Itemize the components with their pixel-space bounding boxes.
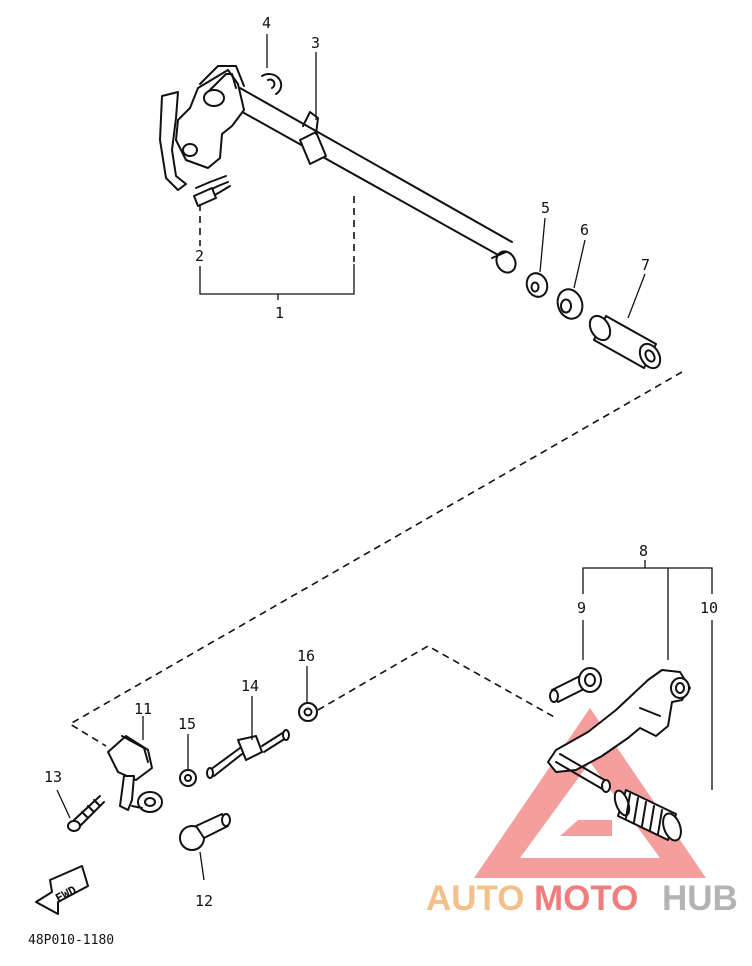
leader-lines-lower [56,666,308,881]
callout-3: 3 [311,34,320,52]
watermark-text: AUTO MOTO HUB [426,879,738,918]
callout-8: 8 [639,542,648,560]
callout-11: 11 [134,700,152,718]
watermark-text-part2: MOTO [534,879,638,918]
shift-pedal-assembly [67,667,691,851]
callout-4: 4 [262,14,271,32]
watermark-text-part1: AUTO [426,879,525,918]
callout-16: 16 [297,647,315,665]
watermark-logo [474,708,706,878]
callout-9: 9 [577,599,586,617]
fwd-arrow-icon: FWD [35,865,89,915]
dashed-connector [68,371,683,747]
bracket-1 [199,196,355,300]
callout-labels: 4 3 2 1 5 6 7 8 9 10 11 16 14 15 13 12 [44,14,718,910]
callout-15: 15 [178,715,196,733]
callout-12: 12 [195,892,213,910]
leader-lines-upper [266,34,646,319]
watermark-text-part3: HUB [662,879,738,918]
callout-14: 14 [241,677,259,695]
callout-1: 1 [275,304,284,322]
callout-7: 7 [641,256,650,274]
callout-13: 13 [44,768,62,786]
part-code: 48P010-1180 [28,933,114,948]
bracket-8 [582,560,713,790]
callout-6: 6 [580,221,589,239]
callout-5: 5 [541,199,550,217]
callout-10: 10 [700,599,718,617]
callout-2: 2 [195,247,204,265]
shift-shaft-assembly [159,65,662,370]
